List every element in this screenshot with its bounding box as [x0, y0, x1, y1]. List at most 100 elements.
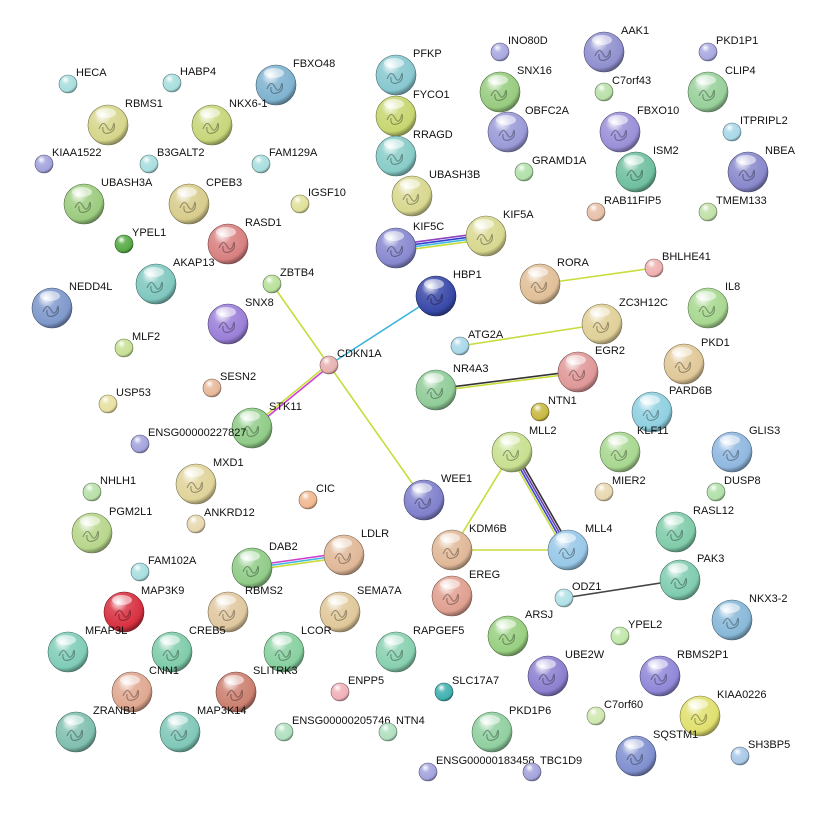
- node-fbxo48[interactable]: FBXO48: [255, 58, 335, 106]
- node-ball[interactable]: [522, 762, 542, 782]
- node-tmem133[interactable]: TMEM133: [698, 195, 767, 222]
- node-sh3bp5[interactable]: SH3BP5: [730, 739, 790, 766]
- node-mier2[interactable]: MIER2: [594, 475, 646, 502]
- node-ball[interactable]: [450, 336, 470, 356]
- node-ube2w[interactable]: UBE2W: [527, 649, 605, 697]
- node-ball[interactable]: [490, 42, 510, 62]
- node-ball[interactable]: [698, 42, 718, 62]
- node-ball[interactable]: [262, 274, 282, 294]
- node-nkx6-1[interactable]: NKX6-1: [191, 98, 268, 146]
- node-ball[interactable]: [530, 402, 550, 422]
- node-ball[interactable]: [34, 154, 54, 174]
- node-ball[interactable]: [594, 482, 614, 502]
- edge-atg2a-zc3h12c[interactable]: [459, 323, 603, 347]
- node-ism2[interactable]: ISM2: [615, 145, 679, 193]
- node-sema7a[interactable]: SEMA7A: [319, 585, 402, 633]
- node-usp53[interactable]: USP53: [98, 387, 151, 414]
- node-clip4[interactable]: CLIP4: [687, 65, 756, 113]
- node-ball[interactable]: [202, 378, 222, 398]
- node-dab2[interactable]: DAB2: [231, 541, 298, 589]
- node-itpripl2[interactable]: ITPRIPL2: [722, 115, 788, 142]
- node-mll2[interactable]: MLL2: [491, 425, 557, 473]
- node-rora[interactable]: RORA: [519, 257, 589, 305]
- node-ball[interactable]: [554, 588, 574, 608]
- node-fyco1[interactable]: FYCO1: [375, 89, 450, 137]
- node-snx16[interactable]: SNX16: [479, 65, 552, 113]
- node-ntn1[interactable]: NTN1: [530, 395, 577, 422]
- node-ensg00000183458[interactable]: ENSG00000183458: [418, 755, 534, 782]
- node-ball[interactable]: [98, 394, 118, 414]
- node-ball[interactable]: [706, 482, 726, 502]
- node-nhlh1[interactable]: NHLH1: [82, 475, 136, 502]
- node-ball[interactable]: [186, 514, 206, 534]
- node-glis3[interactable]: GLIS3: [711, 425, 780, 473]
- node-ball[interactable]: [162, 73, 182, 93]
- node-kiaa1522[interactable]: KIAA1522: [34, 147, 102, 174]
- node-enpp5[interactable]: ENPP5: [330, 675, 384, 702]
- node-atg2a[interactable]: ATG2A: [450, 329, 504, 356]
- node-igsf10[interactable]: IGSF10: [290, 187, 346, 214]
- node-ball[interactable]: [139, 154, 159, 174]
- edge-nr4a3-egr2[interactable]: [435, 370, 579, 392]
- node-lcor[interactable]: LCOR: [263, 625, 332, 673]
- node-ypel2[interactable]: YPEL2: [610, 619, 662, 646]
- node-habp4[interactable]: HABP4: [162, 66, 216, 93]
- node-ereg[interactable]: EREG: [431, 569, 500, 617]
- node-pkd1[interactable]: PKD1: [663, 337, 730, 385]
- node-ball[interactable]: [434, 682, 454, 702]
- node-pgm2l1[interactable]: PGM2L1: [71, 506, 152, 554]
- node-rragd[interactable]: RRAGD: [375, 129, 453, 177]
- node-wee1[interactable]: WEE1: [403, 473, 472, 521]
- node-bhlhe41[interactable]: BHLHE41: [644, 251, 711, 278]
- node-klf11[interactable]: KLF11: [599, 425, 669, 473]
- node-ensg00000205746[interactable]: ENSG00000205746: [274, 715, 390, 742]
- node-map3k14[interactable]: MAP3K14: [159, 705, 247, 753]
- node-gramd1a[interactable]: GRAMD1A: [514, 155, 587, 182]
- node-nr4a3[interactable]: NR4A3: [415, 363, 488, 411]
- node-mxd1[interactable]: MXD1: [175, 457, 244, 505]
- node-map3k9[interactable]: MAP3K9: [103, 585, 184, 633]
- node-pkd1p1[interactable]: PKD1P1: [698, 35, 758, 62]
- node-kif5c[interactable]: KIF5C: [375, 221, 444, 269]
- node-nbea[interactable]: NBEA: [727, 145, 796, 193]
- node-ball[interactable]: [586, 706, 606, 726]
- node-zbtb4[interactable]: ZBTB4: [262, 267, 314, 294]
- node-ball[interactable]: [514, 162, 534, 182]
- node-cpeb3[interactable]: CPEB3: [168, 177, 242, 225]
- node-ball[interactable]: [58, 74, 78, 94]
- node-kdm6b[interactable]: KDM6B: [431, 523, 507, 571]
- node-rbms1[interactable]: RBMS1: [87, 98, 163, 146]
- node-aak1[interactable]: AAK1: [583, 25, 649, 73]
- node-pkd1p6[interactable]: PKD1P6: [471, 705, 551, 753]
- node-rasl12[interactable]: RASL12: [655, 505, 734, 553]
- node-ball[interactable]: [130, 434, 150, 454]
- node-hbp1[interactable]: HBP1: [415, 269, 482, 317]
- node-kif5a[interactable]: KIF5A: [465, 209, 534, 257]
- node-ball[interactable]: [114, 234, 134, 254]
- node-stk11[interactable]: STK11: [231, 401, 302, 449]
- node-ldlr[interactable]: LDLR: [323, 528, 389, 576]
- node-ball[interactable]: [274, 722, 294, 742]
- node-zranb1[interactable]: ZRANB1: [55, 705, 136, 753]
- node-ball[interactable]: [290, 194, 310, 214]
- node-ankrd12[interactable]: ANKRD12: [186, 507, 255, 534]
- edge-cdkn1a-hbp1[interactable]: [328, 295, 437, 366]
- node-arsj[interactable]: ARSJ: [487, 609, 553, 657]
- node-dusp8[interactable]: DUSP8: [706, 475, 761, 502]
- node-rasd1[interactable]: RASD1: [207, 217, 282, 265]
- node-ubash3a[interactable]: UBASH3A: [63, 177, 153, 225]
- node-sesn2[interactable]: SESN2: [202, 371, 256, 398]
- node-akap13[interactable]: AKAP13: [135, 257, 215, 305]
- node-cdkn1a[interactable]: CDKN1A: [319, 348, 382, 375]
- node-sqstm1[interactable]: SQSTM1: [615, 729, 698, 777]
- node-mll4[interactable]: MLL4: [547, 523, 613, 571]
- node-ball[interactable]: [319, 355, 339, 375]
- node-c7orf43[interactable]: C7orf43: [594, 75, 651, 102]
- node-mlf2[interactable]: MLF2: [114, 331, 160, 358]
- node-rbms2p1[interactable]: RBMS2P1: [639, 649, 728, 697]
- node-ball[interactable]: [594, 82, 614, 102]
- node-cnn1[interactable]: CNN1: [111, 665, 179, 713]
- node-ypel1[interactable]: YPEL1: [114, 227, 166, 254]
- node-ball[interactable]: [418, 762, 438, 782]
- node-creb5[interactable]: CREB5: [151, 625, 226, 673]
